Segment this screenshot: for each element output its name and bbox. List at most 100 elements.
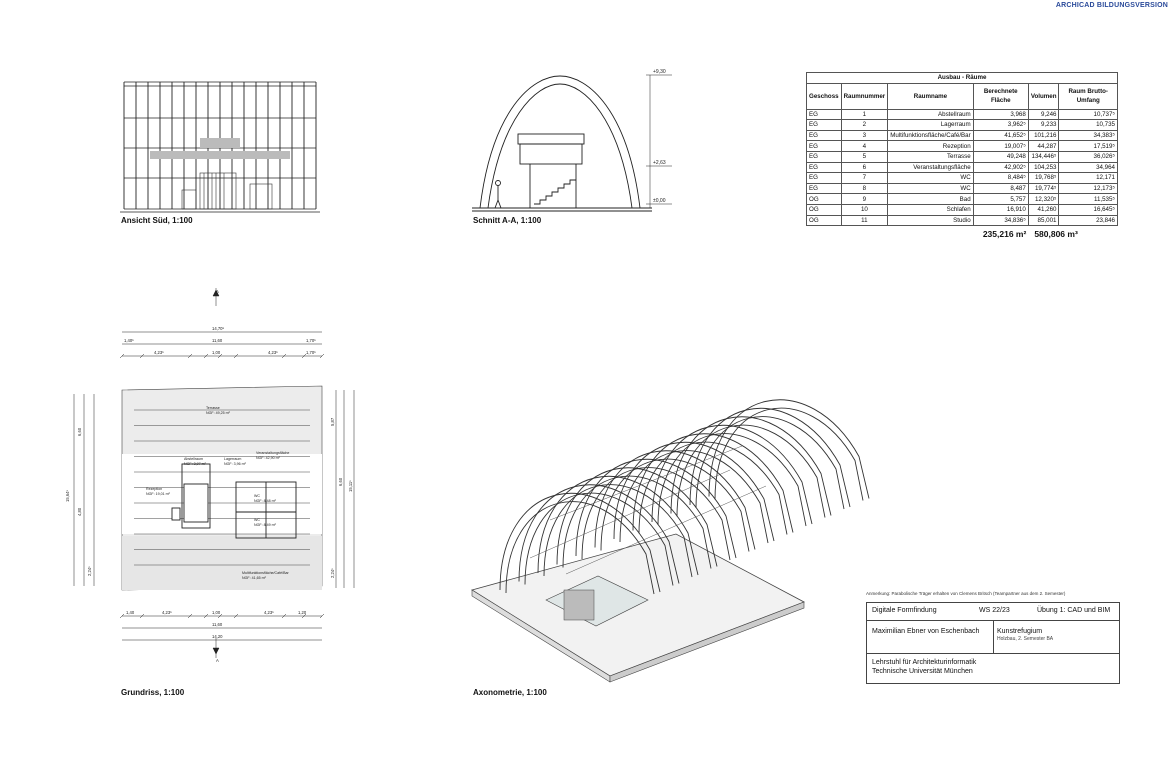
axonometry-arch-inner xyxy=(638,441,788,535)
axonometry-arch xyxy=(670,416,832,516)
plan-dim-right-seg-2: 6,60 xyxy=(338,477,343,486)
room-table-cell: 1 xyxy=(840,108,889,121)
axonometry-arch-inner xyxy=(657,433,807,527)
room-table-total-volume: 580,806 m³ xyxy=(1034,228,1078,239)
room-table-cell: Studio xyxy=(887,214,974,227)
section-drawing: +9,30 +2,63 ±0,00 xyxy=(472,69,672,212)
plan-section-marker-bottom: A xyxy=(216,658,219,663)
room-table-cell: 41,652⁵ xyxy=(972,129,1029,142)
room-table-cell: 11 xyxy=(840,214,889,227)
dimension-tick xyxy=(187,353,193,359)
plan-room-wc-2-ngf: NGF: 8,49 m² xyxy=(254,523,277,527)
plan-dim-bottom-total: 14,20 xyxy=(212,634,223,639)
axonometry-arch xyxy=(499,492,661,593)
plan-dim-bottom-right: 1,20 xyxy=(298,610,307,615)
plan-room-terrasse-ngf: NGF: 49,25 m² xyxy=(206,411,231,415)
room-table-cell: OG xyxy=(806,214,842,227)
room-table-cell: 42,902⁵ xyxy=(972,161,1029,174)
plan-dim-bottom-left: 1,40 xyxy=(126,610,135,615)
plan-dim-left-seg-1: 6,60 xyxy=(77,427,82,436)
plan-room-wc-1-ngf: NGF: 8,48 m² xyxy=(254,499,277,503)
title-project-sub: Holzbau, 2. Semester BA xyxy=(997,636,1054,642)
room-table-cell: 10,735 xyxy=(1058,119,1118,131)
axonometry-arch-inner xyxy=(562,475,712,569)
room-table-cell: 5 xyxy=(840,150,889,163)
room-table-header: Berechnete Fläche xyxy=(972,82,1029,110)
title-chair: Lehrstuhl für Architekturinformatik xyxy=(872,659,977,666)
dimension-tick xyxy=(319,613,325,619)
dimension-tick xyxy=(319,353,325,359)
room-table-cell: 12,171 xyxy=(1058,172,1118,184)
plan-dim-top-seg-4: 1,70⁵ xyxy=(306,350,316,355)
axonometry-arch xyxy=(651,424,813,525)
room-table-cell: Veranstaltungsfläche xyxy=(887,161,974,174)
room-table-cell: 104,253 xyxy=(1027,161,1060,174)
room-table-title: Ausbau - Räume xyxy=(806,72,1118,84)
room-table-cell: 36,026⁵ xyxy=(1058,150,1118,163)
room-table-cell: EG xyxy=(806,161,842,174)
room-table-header: Geschoss xyxy=(806,82,842,110)
axonometry-arch-inner xyxy=(524,492,674,586)
title-subject: Digitale Formfindung xyxy=(872,607,937,614)
axonometry-arch-inner xyxy=(619,450,769,544)
room-table-cell: 3,968 xyxy=(972,108,1029,121)
plan-dim-top-seg-3: 4,23⁵ xyxy=(268,350,278,355)
room-table-cell: EG xyxy=(806,182,842,195)
plan-caption: Grundriss, 1:100 xyxy=(121,688,185,697)
room-table-header: Raum Brutto-Umfang xyxy=(1058,82,1118,110)
room-table-cell: OG xyxy=(806,193,842,205)
room-table-cell: Bad xyxy=(887,193,974,205)
room-table-cell: EG xyxy=(806,108,842,121)
dimension-tick xyxy=(233,613,239,619)
room-table-cell: 4 xyxy=(840,140,889,152)
room-table-cell: 19,774⁵ xyxy=(1027,182,1060,195)
plan-dim-top-seg-2: 1,00 xyxy=(212,350,221,355)
room-table-cell: 85,001 xyxy=(1027,214,1060,227)
room-table-header: Raumname xyxy=(887,82,974,110)
dimension-tick xyxy=(203,613,209,619)
dimension-tick xyxy=(119,613,125,619)
dimension-tick xyxy=(139,613,145,619)
room-table-cell: Lagerraum xyxy=(887,119,974,131)
section-caption: Schnitt A-A, 1:100 xyxy=(473,216,542,225)
plan-dim-top-left: 1,40⁵ xyxy=(124,338,134,343)
room-table-cell: EG xyxy=(806,129,842,142)
room-table-cell: 3,962⁵ xyxy=(972,119,1029,131)
dimension-tick xyxy=(301,353,307,359)
title-block-row-2: Maximilian Ebner von Eschenbach Kunstref… xyxy=(867,621,1119,654)
axonometry-arch xyxy=(537,475,699,576)
axonometry-arch-inner xyxy=(581,467,731,561)
edition-watermark: ARCHICAD BILDUNGSVERSION xyxy=(1055,2,1168,9)
room-table-cell: 12,173⁵ xyxy=(1058,182,1118,195)
room-table-cell: EG xyxy=(806,140,842,152)
south-elevation-caption: Ansicht Süd, 1:100 xyxy=(121,216,193,225)
plan-room-wc-2: WC xyxy=(254,518,260,522)
plan-dim-bottom-seg-1: 4,23⁵ xyxy=(162,610,172,615)
room-table-cell: 12,320⁵ xyxy=(1027,193,1060,205)
axonometry-arch xyxy=(613,441,775,542)
dimension-tick xyxy=(187,613,193,619)
plan-dim-top-inner: 11,60 xyxy=(212,338,223,343)
title-block: Digitale Formfindung WS 22/23 Übung 1: C… xyxy=(866,602,1120,684)
room-table-cell: EG xyxy=(806,119,842,131)
plan-room-lagerraum-ngf: NGF: 3,96 m² xyxy=(224,462,247,466)
plan-dim-top-seg-1: 4,23⁵ xyxy=(154,350,164,355)
room-table-cell: Multifunktionsfläche/Café/Bar xyxy=(887,129,974,142)
dimension-tick xyxy=(281,613,287,619)
room-table-cell: 8,484⁵ xyxy=(972,172,1029,184)
room-table-cell: 11,535⁵ xyxy=(1058,193,1118,205)
room-table-cell: 41,260 xyxy=(1027,203,1060,216)
plan-room-abstellraum: Abstellraum xyxy=(184,457,203,461)
section-level-mid: +2,63 xyxy=(653,160,666,166)
floor-plan-drawing: Terrasse NGF: 49,25 m² Abstellraum NGF: … xyxy=(65,288,355,663)
room-table-cell: 7 xyxy=(840,172,889,184)
